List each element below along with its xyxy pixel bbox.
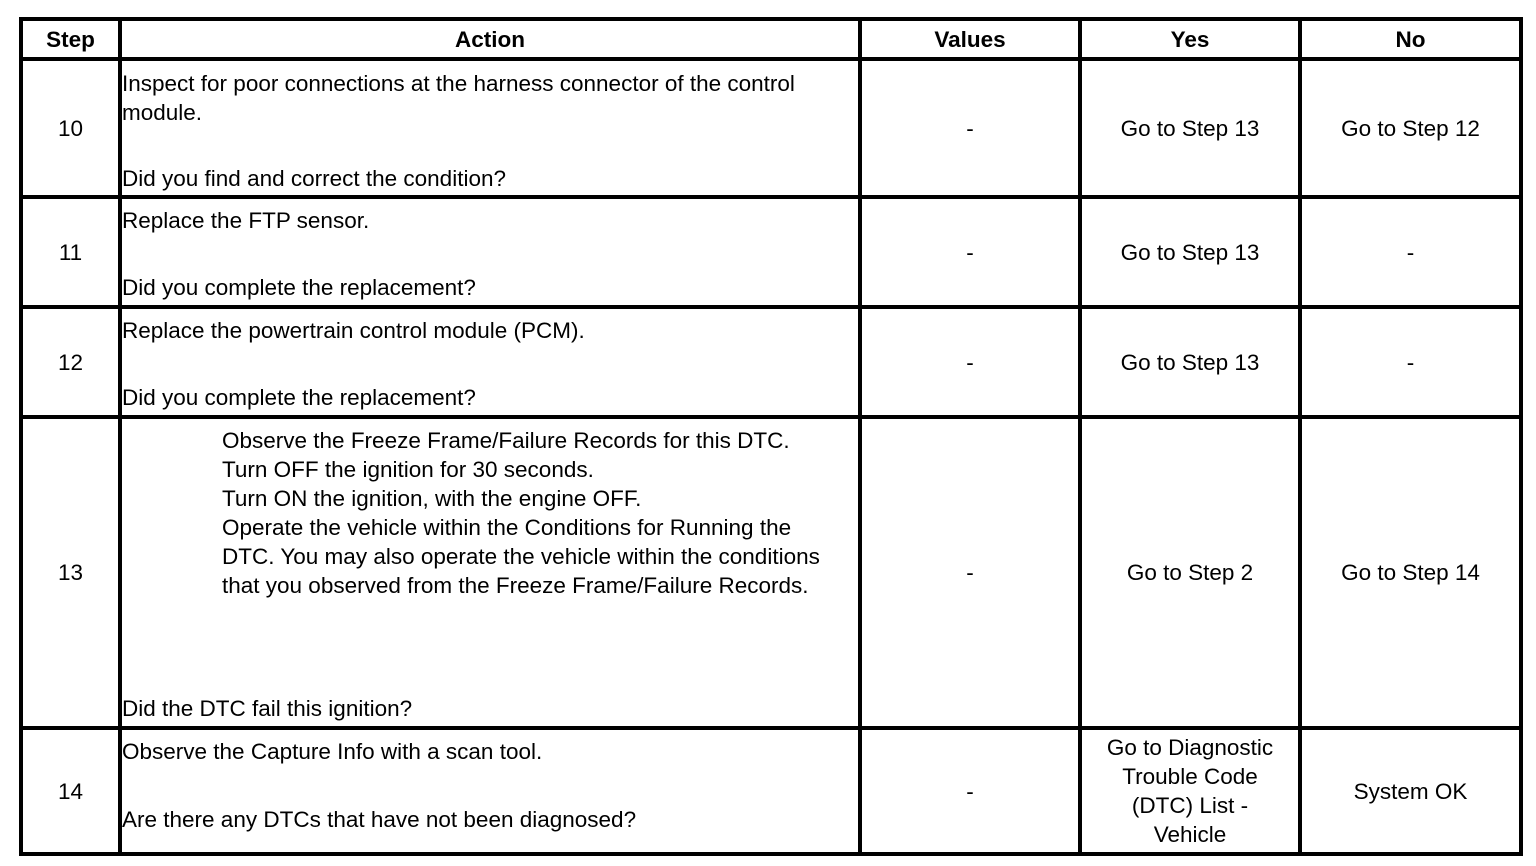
table-row: 11 Replace the FTP sensor. Did you compl… (19, 195, 1523, 309)
action-text: Inspect for poor connections at the harn… (122, 71, 795, 125)
action-question: Did the DTC fail this ignition? (122, 696, 413, 721)
table-row: 13 Observe the Freeze Frame/Failure Reco… (19, 415, 1523, 730)
yes-cell: Go to Step 13 (1078, 57, 1302, 199)
action-step: Operate the vehicle within the Condition… (222, 515, 820, 598)
action-cell: Inspect for poor connections at the harn… (118, 57, 862, 199)
header-row: Step Action Values Yes No (19, 17, 1523, 61)
action-cell: Observe the Freeze Frame/Failure Records… (118, 415, 862, 730)
action-question: Did you complete the replacement? (122, 275, 476, 300)
values-cell: - (858, 305, 1082, 419)
values-cell: - (858, 726, 1082, 856)
yes-cell: Go to Step 13 (1078, 195, 1302, 309)
step-number: 14 (19, 726, 122, 856)
header-action: Action (118, 17, 862, 61)
action-cell: Replace the powertrain control module (P… (118, 305, 862, 419)
no-cell: System OK (1298, 726, 1523, 856)
action-cell: Replace the FTP sensor. Did you complete… (118, 195, 862, 309)
table-row: 14 Observe the Capture Info with a scan … (19, 726, 1523, 856)
header-step: Step (19, 17, 122, 61)
action-text: Replace the powertrain control module (P… (122, 318, 585, 343)
step-number: 12 (19, 305, 122, 419)
no-cell: - (1298, 305, 1523, 419)
action-steps-list: Observe the Freeze Frame/Failure Records… (122, 426, 858, 600)
action-cell: Observe the Capture Info with a scan too… (118, 726, 862, 856)
action-step: Observe the Freeze Frame/Failure Records… (222, 428, 790, 453)
yes-cell: Go to Step 2 (1078, 415, 1302, 730)
no-cell: Go to Step 12 (1298, 57, 1523, 199)
header-yes: Yes (1078, 17, 1302, 61)
action-question: Are there any DTCs that have not been di… (122, 807, 637, 832)
values-cell: - (858, 57, 1082, 199)
header-no: No (1298, 17, 1523, 61)
table-row: 12 Replace the powertrain control module… (19, 305, 1523, 419)
action-step: Turn OFF the ignition for 30 seconds. (222, 457, 594, 482)
values-cell: - (858, 195, 1082, 309)
action-question: Did you complete the replacement? (122, 385, 476, 410)
action-step: Turn ON the ignition, with the engine OF… (222, 486, 642, 511)
yes-cell: Go to Step 13 (1078, 305, 1302, 419)
action-question: Did you find and correct the condition? (122, 166, 506, 191)
values-cell: - (858, 415, 1082, 730)
no-cell: Go to Step 14 (1298, 415, 1523, 730)
no-cell: - (1298, 195, 1523, 309)
step-number: 13 (19, 415, 122, 730)
step-number: 11 (19, 195, 122, 309)
diagnostic-table: Step Action Values Yes No 10 Inspect for… (19, 17, 1523, 856)
action-text: Observe the Capture Info with a scan too… (122, 739, 543, 764)
yes-cell: Go to Diagnostic Trouble Code (DTC) List… (1078, 726, 1302, 856)
header-values: Values (858, 17, 1082, 61)
action-text: Replace the FTP sensor. (122, 208, 370, 233)
table-row: 10 Inspect for poor connections at the h… (19, 57, 1523, 199)
step-number: 10 (19, 57, 122, 199)
